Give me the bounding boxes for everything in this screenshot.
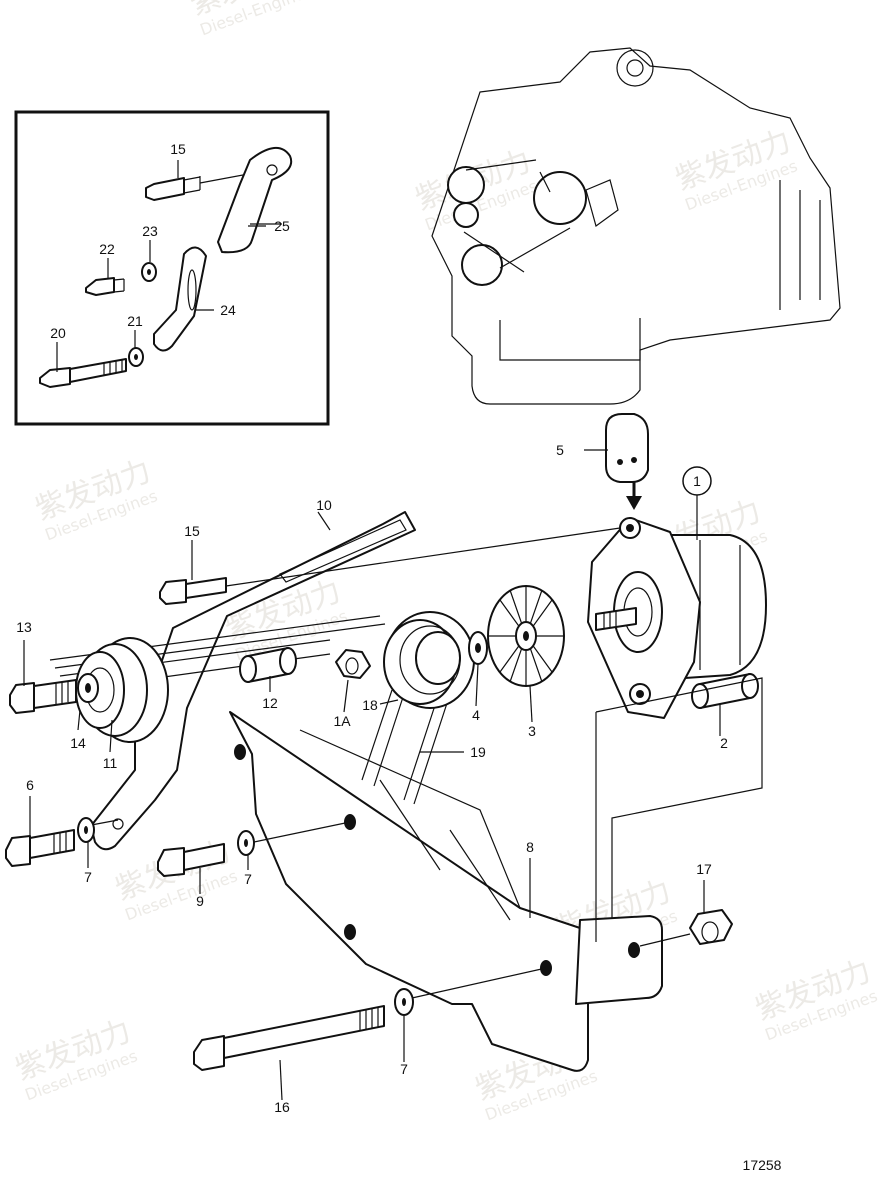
fan-3 xyxy=(487,585,565,687)
part-labels: 1 1A 2 3 4 5 6 7 7 7 8 9 10 11 12 13 14 … xyxy=(16,141,728,1115)
label-7b: 7 xyxy=(244,871,252,887)
watermark: 紫发动力 Diesel-Engines xyxy=(751,954,880,1045)
bracket-5 xyxy=(605,413,649,510)
label-16: 16 xyxy=(274,1099,290,1115)
label-11: 11 xyxy=(103,755,118,771)
washer-7a xyxy=(77,817,95,843)
callout-circle-1 xyxy=(682,466,712,496)
bolt-20 xyxy=(39,358,127,388)
washer-7b xyxy=(237,830,255,856)
label-1: 1 xyxy=(693,473,701,489)
screw-22 xyxy=(85,277,125,296)
label-12: 12 xyxy=(262,695,278,711)
label-25: 25 xyxy=(274,218,290,234)
bracket-8 xyxy=(229,711,663,1072)
label-10: 10 xyxy=(316,497,332,513)
label-7a: 7 xyxy=(84,869,92,885)
pulley-18 xyxy=(383,611,475,709)
label-15b: 15 xyxy=(184,523,200,539)
label-23: 23 xyxy=(142,223,158,239)
label-8: 8 xyxy=(526,839,534,855)
watermark: 紫发动力 Diesel-Engines xyxy=(11,1014,140,1105)
bracket-25 xyxy=(217,147,293,254)
assembly-lines xyxy=(85,677,763,999)
washer-4 xyxy=(468,631,488,665)
spacer-12 xyxy=(239,647,297,683)
label-13: 13 xyxy=(16,619,32,635)
bolt-13 xyxy=(9,679,77,714)
label-15a: 15 xyxy=(170,141,186,157)
pulley-11 xyxy=(75,637,169,743)
bolt-9 xyxy=(157,843,225,877)
label-14: 14 xyxy=(70,735,86,751)
label-1A: 1A xyxy=(333,713,351,729)
inset-box xyxy=(14,110,330,426)
watermark: 紫发动力 Diesel-Engines xyxy=(671,124,800,215)
label-3: 3 xyxy=(528,723,536,739)
drawing-number: 17258 xyxy=(743,1157,782,1173)
engine-overview xyxy=(431,47,841,405)
washer-7c xyxy=(394,988,414,1016)
label-19: 19 xyxy=(470,744,486,760)
nut-1A xyxy=(335,649,371,679)
label-17: 17 xyxy=(696,861,712,877)
label-5: 5 xyxy=(556,442,564,458)
nut-17 xyxy=(689,909,733,945)
bolt-16 xyxy=(193,1005,385,1071)
label-22: 22 xyxy=(99,241,115,257)
leader-lines xyxy=(23,449,721,1101)
bolt-6 xyxy=(5,829,75,867)
label-9: 9 xyxy=(196,893,204,909)
label-20: 20 xyxy=(50,325,66,341)
alternator-1 xyxy=(587,517,767,719)
label-6: 6 xyxy=(26,777,34,793)
label-2: 2 xyxy=(720,735,728,751)
bolt-15-main xyxy=(159,527,621,605)
washer-23 xyxy=(141,262,157,282)
label-18: 18 xyxy=(362,697,378,713)
watermark: 紫发动力 Diesel-Engines xyxy=(31,454,160,545)
label-24: 24 xyxy=(220,302,236,318)
watermark: 紫发动力 Diesel-Engines xyxy=(186,0,315,39)
bracket-24 xyxy=(153,246,207,352)
label-4: 4 xyxy=(472,707,480,723)
label-7c: 7 xyxy=(400,1061,408,1077)
spacer-2 xyxy=(691,673,759,709)
label-21: 21 xyxy=(127,313,143,329)
bracket-10 xyxy=(90,511,416,851)
washer-21 xyxy=(128,347,144,367)
